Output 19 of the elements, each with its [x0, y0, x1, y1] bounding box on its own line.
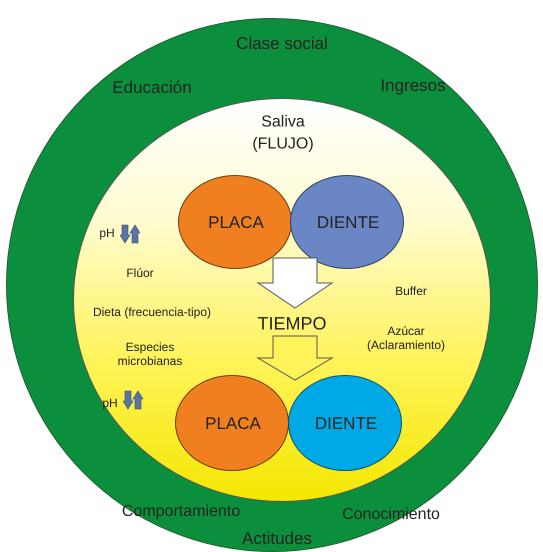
block-arrow	[256, 258, 334, 309]
factor-label: Buffer	[395, 285, 427, 299]
factor-label: Dieta (frecuencia-tipo)	[92, 306, 212, 320]
factor-label: Azúcar (Aclaramiento)	[366, 325, 446, 353]
block-arrow	[256, 336, 334, 381]
circle-label: DIENTE	[314, 414, 378, 434]
factor-label: Saliva (FLUJO)	[251, 112, 315, 154]
factor-label: Flúor	[126, 267, 154, 281]
factor-label: Actitudes	[242, 529, 312, 549]
factor-label: Ingresos	[380, 76, 446, 96]
factor-label: pH	[99, 227, 115, 241]
circle-label: DIENTE	[316, 213, 380, 233]
circle-label: PLACA	[208, 213, 264, 233]
time-label: TIEMPO	[258, 314, 326, 334]
factor-label: Educación	[112, 78, 192, 98]
factor-label: pH	[102, 397, 118, 411]
factor-label: Clase social	[236, 34, 328, 54]
factor-label: Especies microbianas	[116, 341, 184, 369]
circle-label: PLACA	[205, 414, 261, 434]
